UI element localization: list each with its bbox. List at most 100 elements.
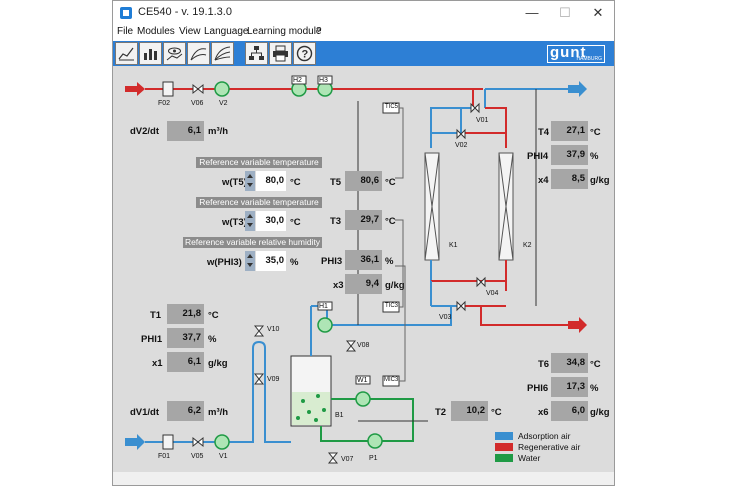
phi3-unit: % — [385, 256, 394, 267]
phi6-unit: % — [590, 383, 599, 394]
phi6-label: PHI6 — [527, 383, 549, 394]
x6-value: 6,0 — [551, 401, 588, 421]
t2-unit: °C — [491, 407, 502, 418]
legend-water: Water — [518, 453, 541, 463]
curve-chart-icon[interactable] — [187, 42, 210, 65]
pid-lines — [125, 75, 587, 464]
dv2-label: dV2/dt — [130, 126, 160, 137]
t6-label: T6 — [538, 359, 550, 370]
legend-adsorption: Adsorption air — [518, 431, 571, 441]
menu-language[interactable]: Language — [204, 26, 249, 37]
t2-value: 10,2 — [451, 401, 488, 421]
label-mic3: MIC3 — [384, 377, 399, 383]
phi4-unit: % — [590, 151, 599, 162]
toolbar: ? gunt HAMBURG — [113, 41, 614, 66]
wt3-unit: °C — [290, 217, 301, 228]
menu-modules[interactable]: Modules — [137, 26, 175, 37]
wt3-label: w(T3) — [222, 217, 247, 228]
x3-value: 9,4 — [345, 274, 382, 294]
chart-icon[interactable] — [115, 42, 138, 65]
menu-bar: File Modules View Language Learning modu… — [113, 24, 614, 40]
t3-unit: °C — [385, 216, 396, 227]
printer-icon[interactable] — [269, 42, 292, 65]
label-tic3: TIC3 — [385, 303, 399, 309]
t6-unit: °C — [590, 359, 601, 370]
dv1-unit: m³/h — [208, 407, 229, 418]
wt5-label: w(T5) — [222, 177, 247, 188]
wphi3-input[interactable]: 35,0 — [256, 251, 286, 271]
phi1-label: PHI1 — [141, 334, 163, 345]
label-h1: H1 — [319, 303, 328, 310]
legend-regenerative: Regenerative air — [518, 442, 581, 452]
label-k1: K1 — [449, 242, 458, 249]
maximize-button[interactable]: ☐ — [559, 5, 571, 20]
t5-unit: °C — [385, 177, 396, 188]
label-v02: V02 — [455, 142, 468, 149]
bar-chart-icon[interactable] — [139, 42, 162, 65]
wt3-input[interactable]: 30,0 — [256, 211, 286, 231]
dv1-value: 6,2 — [167, 401, 204, 421]
t3-label: T3 — [330, 216, 342, 227]
label-h2: H2 — [293, 77, 302, 84]
close-button[interactable]: ✕ — [592, 5, 604, 20]
network-icon[interactable] — [245, 42, 268, 65]
t4-label: T4 — [538, 127, 550, 138]
t1-value: 21,8 — [167, 304, 204, 324]
logo-sub: HAMBURG — [576, 56, 602, 62]
help-icon[interactable]: ? — [293, 42, 316, 65]
t6-value: 34,8 — [551, 353, 588, 373]
legend-swatch-water — [495, 454, 513, 462]
t3-value: 29,7 — [345, 210, 382, 230]
label-v05: V05 — [191, 453, 204, 460]
label-w1: W1 — [357, 377, 368, 384]
phi6-value: 17,3 — [551, 377, 588, 397]
label-p1: P1 — [369, 455, 378, 462]
chart-grid-icon[interactable] — [211, 42, 234, 65]
t2-label: T2 — [435, 407, 447, 418]
menu-view[interactable]: View — [179, 26, 201, 37]
phi4-value: 37,9 — [551, 145, 588, 165]
window-title: CE540 - v. 19.1.3.0 — [138, 6, 232, 18]
wphi3-label: w(PHI3) — [207, 257, 242, 268]
label-v07: V07 — [341, 456, 354, 463]
title-bar: CE540 - v. 19.1.3.0 — ☐ ✕ — [113, 1, 614, 24]
wt3-spinner[interactable] — [245, 211, 255, 231]
x3-label: x3 — [333, 280, 344, 291]
menu-learning-module[interactable]: Learning module — [247, 26, 322, 37]
minimize-button[interactable]: — — [525, 5, 539, 20]
x1-unit: g/kg — [208, 358, 228, 369]
x6-label: x6 — [538, 407, 549, 418]
legend-swatch-regenerative — [495, 443, 513, 451]
t1-label: T1 — [150, 310, 162, 321]
eye-chart-icon[interactable] — [163, 42, 186, 65]
t4-unit: °C — [590, 127, 601, 138]
t4-value: 27,1 — [551, 121, 588, 141]
phi1-value: 37,7 — [167, 328, 204, 348]
phi3-label: PHI3 — [321, 256, 343, 267]
gunt-logo: gunt HAMBURG — [547, 44, 605, 63]
app-window: CE540 - v. 19.1.3.0 — ☐ ✕ File Modules V… — [112, 0, 615, 486]
label-v04: V04 — [486, 290, 499, 297]
x4-value: 8,5 — [551, 169, 588, 189]
x1-value: 6,1 — [167, 352, 204, 372]
wt3-caption: Reference variable temperature — [196, 197, 322, 208]
menu-file[interactable]: File — [117, 26, 134, 37]
wphi3-spinner[interactable] — [245, 251, 255, 271]
wt5-caption: Reference variable temperature — [196, 157, 322, 168]
t5-label: T5 — [330, 177, 342, 188]
label-v01: V01 — [476, 117, 489, 124]
menu-help[interactable]: ? — [316, 26, 322, 37]
dv1-label: dV1/dt — [130, 407, 160, 418]
wt5-unit: °C — [290, 177, 301, 188]
svg-text:?: ? — [302, 49, 309, 61]
wt5-spinner[interactable] — [245, 171, 255, 191]
wt5-input[interactable]: 80,0 — [256, 171, 286, 191]
x4-unit: g/kg — [590, 175, 610, 186]
process-diagram: F02 V06 V2 H2 H3 TIC5 V01 V02 K1 K2 V04 … — [113, 66, 614, 472]
phi3-value: 36,1 — [345, 250, 382, 270]
logo-text: gunt — [550, 44, 587, 61]
x1-label: x1 — [152, 358, 163, 369]
legend-swatch-adsorption — [495, 432, 513, 440]
label-v03: V03 — [439, 314, 452, 321]
label-v08: V08 — [357, 342, 370, 349]
